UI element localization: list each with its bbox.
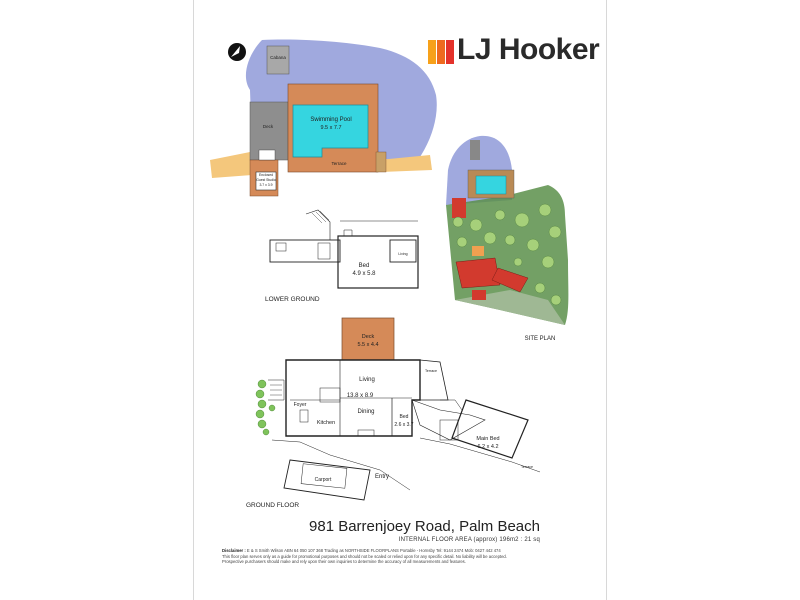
disclaimer: Disclaimer : E & S Smith Wilson ABN 64 0… — [222, 548, 542, 565]
entry-label: Entry — [375, 474, 389, 480]
lower-ground-plan — [269, 209, 419, 289]
disclaimer-line-3: Prospective purchasers should make and r… — [222, 559, 466, 565]
deck-label: Deck — [263, 124, 274, 129]
pool-name-label: Swimming Pool — [310, 117, 351, 123]
brand-name: LJ Hooker — [457, 33, 600, 66]
lower-ground-section-label: LOWER GROUND — [265, 296, 320, 303]
guest-name-label: Guest Studio — [256, 178, 276, 182]
ground-bed-size-label: 2.6 x 3.7 — [394, 422, 413, 428]
lower-plan-pool-area — [210, 39, 437, 197]
north-compass-icon — [228, 43, 246, 61]
terrace-top-label: Terrace — [425, 369, 437, 373]
site-plan-label: SITE PLAN — [525, 336, 556, 342]
terrace-bottom-label: Terrace — [521, 465, 533, 469]
foyer-label: Foyer — [294, 402, 307, 408]
site-plan — [446, 135, 569, 325]
terrace-label: Terrace — [331, 161, 347, 166]
main-bed-size-label: 6.2 x 4.2 — [477, 444, 498, 450]
main-bed-name-label: Main Bed — [476, 436, 499, 442]
disclaimer-title: Disclaimer : — [222, 548, 246, 553]
lower-bed-name-label: Bed — [359, 263, 370, 269]
carport-label: Carport — [315, 477, 332, 483]
ground-floor-deck — [341, 317, 395, 361]
living-size-label: 13.8 x 8.9 — [347, 393, 374, 399]
ground-bed-name-label: Bed — [400, 414, 409, 420]
property-address: 981 Barrenjoey Road, Palm Beach — [309, 518, 540, 535]
pool-size-label: 9.5 x 7.7 — [320, 125, 341, 131]
ground-floor-hedge — [255, 379, 276, 436]
disclaimer-line-1: E & S Smith Wilson ABN 64 050 107 368 Tr… — [246, 548, 501, 553]
cabana-label: Cabana — [270, 55, 286, 60]
dining-label: Dining — [357, 409, 374, 415]
ground-floor-section-label: GROUND FLOOR — [246, 502, 299, 509]
kitchen-label: Kitchen — [317, 420, 335, 426]
guest-size-label: 3.7 x 3.9 — [259, 183, 272, 187]
lower-living-label: Living — [398, 252, 407, 256]
lower-bed-size-label: 4.9 x 5.8 — [352, 271, 376, 277]
ground-deck-size-label: 5.5 x 4.4 — [357, 342, 378, 348]
lj-hooker-logo-icon — [428, 40, 454, 64]
ground-floor-plan — [268, 359, 541, 501]
floor-area: INTERNAL FLOOR AREA (approx) 196m2 : 21 … — [398, 537, 540, 543]
disclaimer-line-2: This floor plan serves only as a guide f… — [222, 553, 507, 559]
living-label: Living — [359, 377, 375, 383]
ground-deck-name-label: Deck — [362, 334, 375, 340]
guest-prefix-label: Enclosed — [259, 173, 273, 177]
